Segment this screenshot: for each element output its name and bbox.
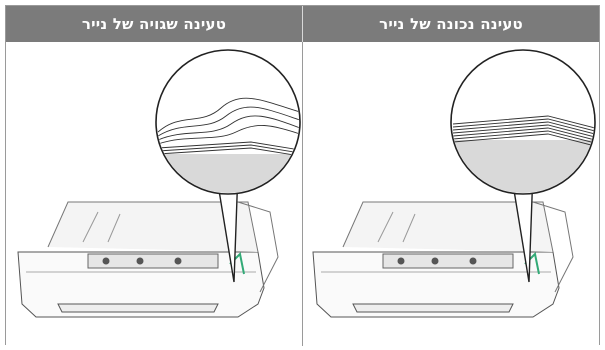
magnifier-callout: [155, 49, 301, 195]
callout-pointer: [510, 169, 534, 283]
paper-tray-icon: [17, 201, 279, 318]
header-correct-loading: טעינה נכונה של נייר: [379, 15, 523, 33]
paper-tray-icon: [312, 201, 574, 318]
cell-incorrect-loading: [6, 42, 303, 346]
table-body-row: [6, 42, 599, 346]
incorrect-loading-illustration: [17, 49, 301, 318]
paper-loading-comparison-table: טעינה נכונה של נייר טעינה שגויה של נייר: [5, 5, 600, 346]
cell-correct-loading: [303, 42, 599, 346]
correct-loading-illustration: [312, 49, 596, 318]
callout-pointer: [215, 169, 239, 283]
magnifier-callout: [450, 49, 596, 195]
table-header-row: טעינה נכונה של נייר טעינה שגויה של נייר: [6, 6, 599, 42]
header-incorrect-loading: טעינה שגויה של נייר: [6, 6, 303, 42]
